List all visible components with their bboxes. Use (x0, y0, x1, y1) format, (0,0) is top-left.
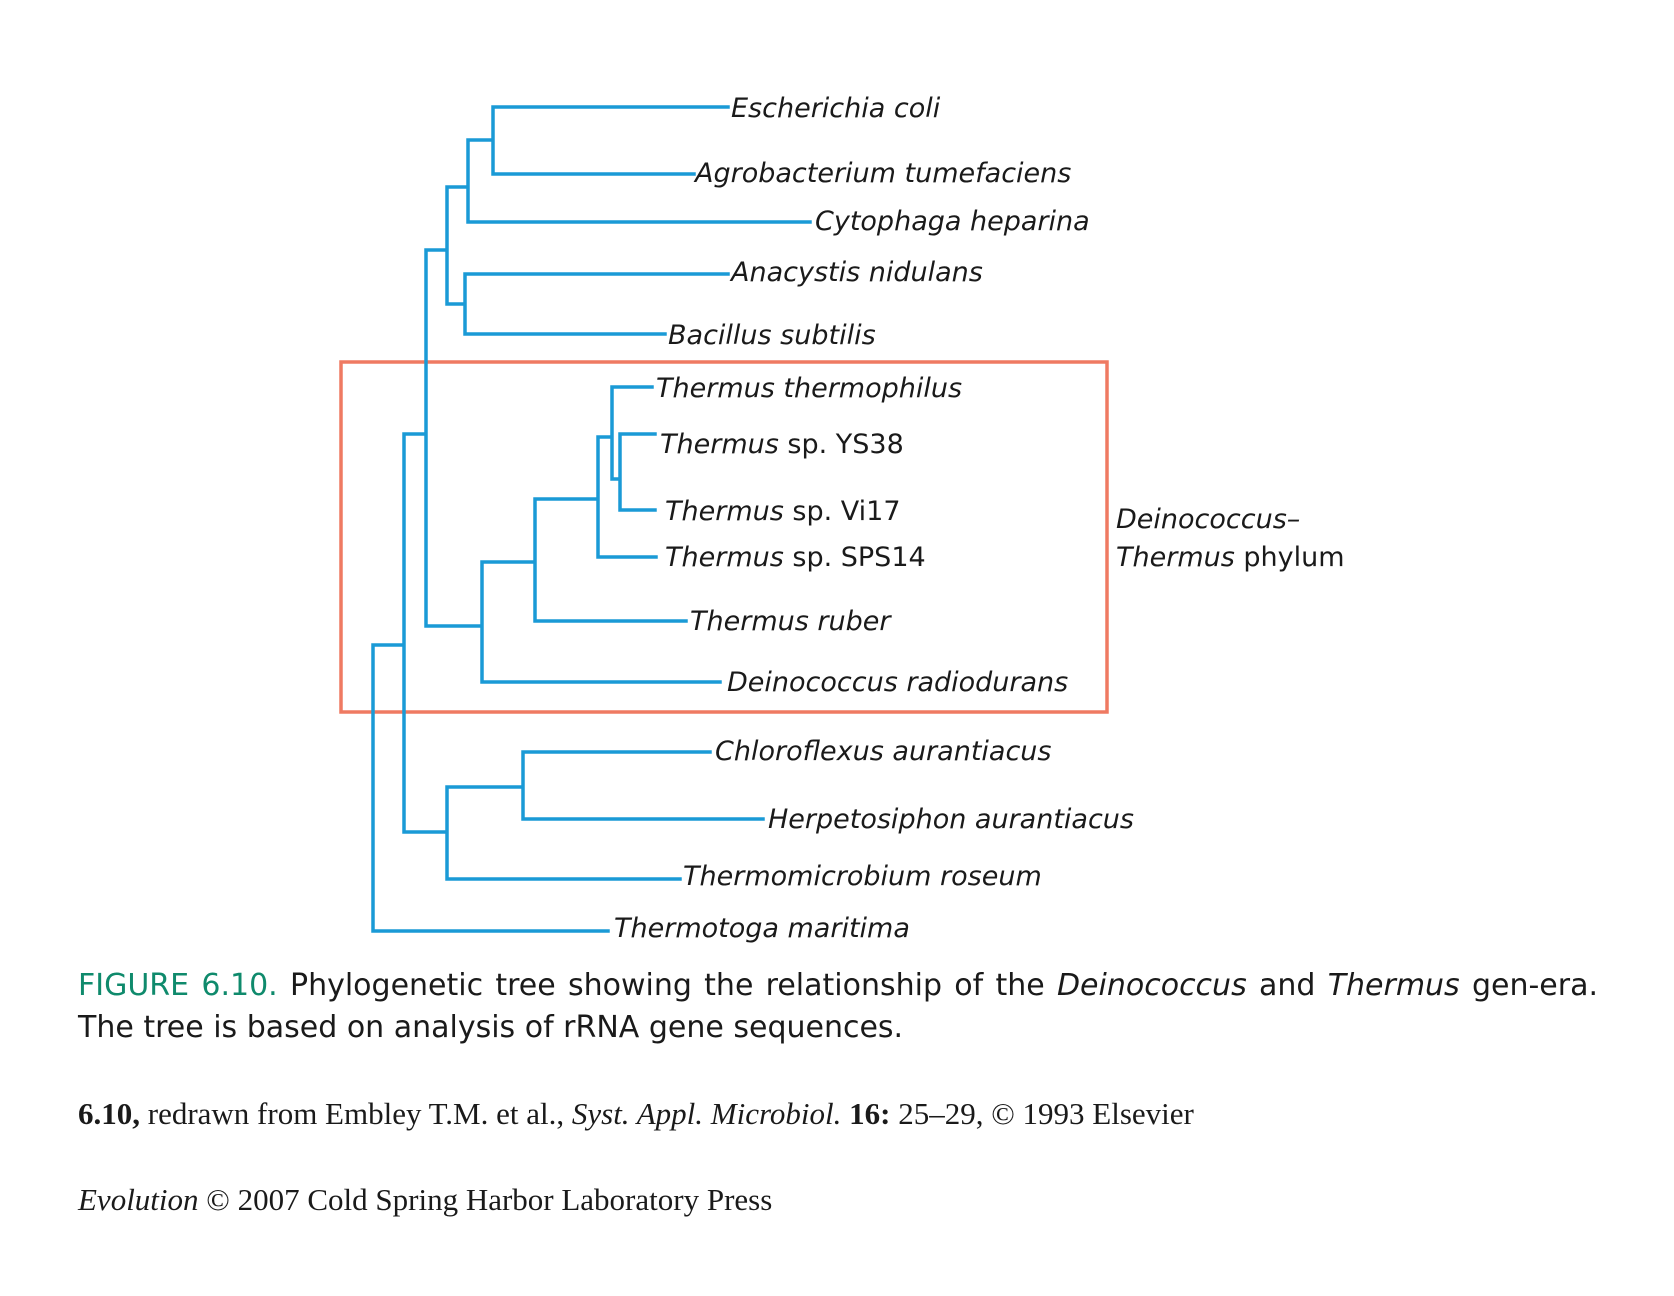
taxon-label: Agrobacterium tumefaciens (693, 158, 1071, 189)
taxon-label: Cytophaga heparina (815, 206, 1090, 237)
taxon-label: Thermus sp. YS38 (660, 429, 904, 460)
taxon-label: Thermotoga maritima (614, 913, 910, 944)
taxon-label: Thermomicrobium roseum (683, 861, 1042, 892)
taxon-label: Herpetosiphon aurantiacus (768, 804, 1134, 835)
taxon-label: Thermus sp. SPS14 (665, 542, 926, 573)
source-credit: 6.10, redrawn from Embley T.M. et al., S… (78, 1096, 1194, 1131)
taxon-label: Deinococcus radiodurans (727, 667, 1068, 698)
taxon-label: Thermus sp. Vi17 (665, 496, 901, 527)
phylogenetic-tree: Escherichia coli Agrobacterium tumefacie… (339, 93, 1345, 944)
taxon-label: Bacillus subtilis (668, 320, 876, 351)
taxon-label: Thermus thermophilus (656, 373, 962, 404)
figure-label: FIGURE 6.10. (78, 968, 278, 1003)
copyright-notice: Evolution © 2007 Cold Spring Harbor Labo… (78, 1182, 773, 1217)
taxon-label: Thermus ruber (690, 606, 892, 637)
taxon-label: Anacystis nidulans (729, 257, 983, 288)
figure-caption: FIGURE 6.10. Phylogenetic tree showing t… (78, 968, 1599, 1045)
phylum-label: Deinococcus– Thermus phylum (1116, 504, 1345, 573)
taxon-label: Chloroflexus aurantiacus (715, 736, 1051, 767)
deinococcus-thermus-highlight-box (339, 360, 1109, 714)
tree-branches (371, 105, 812, 933)
taxon-label: Escherichia coli (731, 93, 941, 124)
